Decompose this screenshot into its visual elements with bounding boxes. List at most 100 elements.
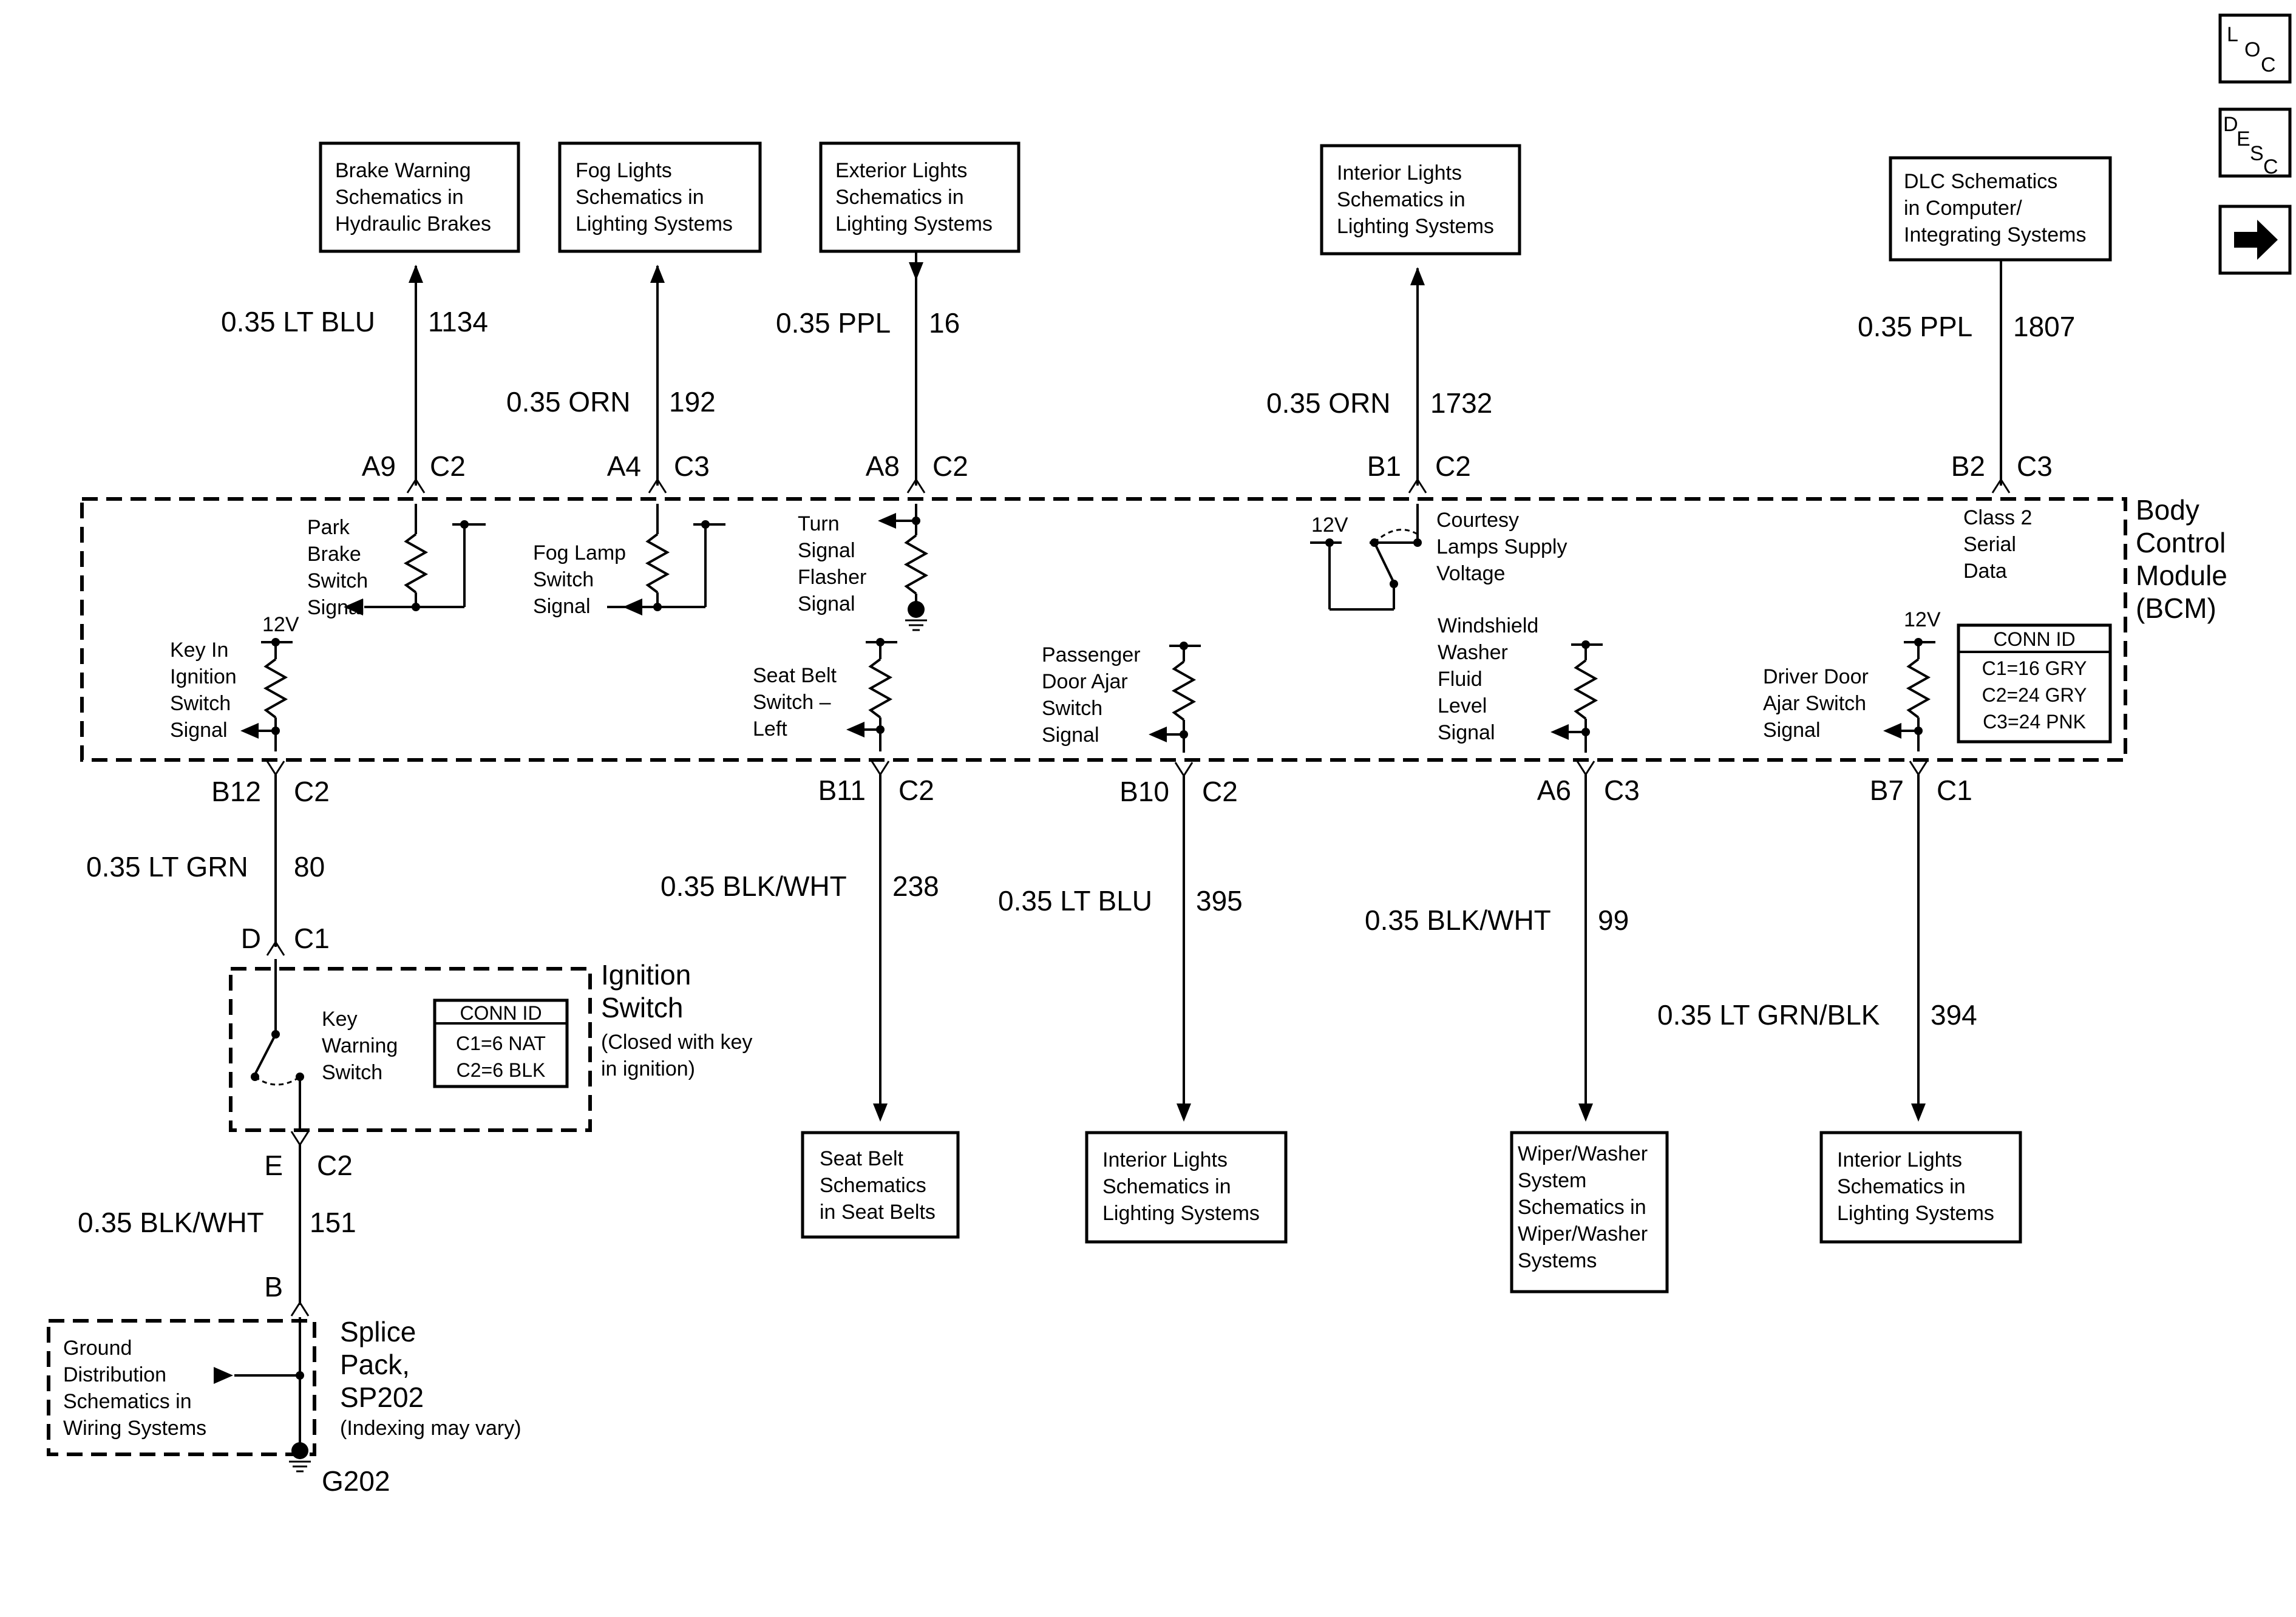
top-box-brake-warning[interactable]: Brake Warning Schematics in Hydraulic Br…	[319, 141, 520, 253]
connector-icon	[290, 1301, 310, 1317]
wire-circuit: 238	[892, 870, 939, 902]
box-line: Lighting Systems	[1337, 215, 1494, 238]
connector-label: C3	[674, 450, 710, 482]
connector-icon	[266, 761, 285, 776]
box-line: Lighting Systems	[1102, 1202, 1260, 1225]
resistor-icon	[1906, 658, 1931, 719]
arrow-up-icon	[409, 265, 423, 283]
signal-label: Passenger	[1042, 643, 1141, 666]
signal-label: Turn	[798, 512, 840, 535]
desc-letter: C	[2263, 155, 2278, 178]
signal-label: Signal	[798, 539, 855, 562]
top-box-dlc[interactable]: DLC Schematics in Computer/ Integrating …	[1889, 156, 2112, 262]
box-line: Wiper/Washer	[1518, 1142, 1648, 1165]
wire-color: 0.35 LT BLU	[221, 306, 375, 337]
arrow-left-icon	[846, 722, 864, 737]
bcm-name-line: (BCM)	[2136, 592, 2216, 624]
signal-label: Fog Lamp	[533, 541, 626, 564]
fog-lamp-circuit: Fog Lamp Switch Signal	[533, 504, 725, 618]
conn-id-row: C1=16 GRY	[1982, 657, 2087, 679]
wire-192: 0.35 ORN 192 A4 C3	[506, 265, 716, 493]
resistor-icon	[868, 658, 893, 719]
connector-icon	[906, 478, 926, 493]
pin-label: A8	[866, 450, 900, 482]
top-box-interior-lights[interactable]: Interior Lights Schematics in Lighting S…	[1320, 144, 1521, 256]
signal-label: Switch	[170, 692, 231, 715]
arrow-down-icon	[873, 1103, 888, 1122]
signal-label: Signal	[1763, 719, 1821, 742]
signal-label: Serial	[1963, 533, 2016, 556]
signal-label: Level	[1438, 694, 1487, 717]
connector-label: C1	[294, 923, 330, 954]
bcm-name: Body Control Module (BCM)	[2136, 494, 2227, 624]
pin-label: B12	[211, 776, 261, 807]
bottom-box-interior-lights-1[interactable]: Interior Lights Schematics in Lighting S…	[1085, 1131, 1288, 1244]
box-line: Schematics in	[1837, 1175, 1966, 1198]
signal-label: Switch	[1042, 697, 1102, 720]
bottom-box-seat-belts[interactable]: Seat Belt Schematics in Seat Belts	[801, 1131, 960, 1239]
splice-line: Ground	[63, 1337, 132, 1360]
washer-circuit: Windshield Washer Fluid Level Signal	[1438, 614, 1603, 753]
wire-395: B10 C2 0.35 LT BLU 395	[998, 762, 1243, 1122]
wire-394: B7 C1 0.35 LT GRN/BLK 394	[1657, 761, 1977, 1122]
connector-label: C3	[1604, 775, 1640, 806]
pin-label: B11	[818, 775, 866, 806]
wire-1732: 0.35 ORN 1732 B1 C2	[1266, 267, 1492, 493]
connector-label: C2	[1202, 776, 1238, 807]
pin-label: B10	[1119, 776, 1169, 807]
bottom-box-wiper-washer[interactable]: Wiper/Washer System Schematics in Wiper/…	[1510, 1131, 1669, 1293]
wire-circuit: 394	[1931, 999, 1977, 1031]
splice-line: Wiring Systems	[63, 1417, 206, 1440]
signal-label: Fluid	[1438, 668, 1483, 691]
wire-color: 0.35 PPL	[1858, 311, 1972, 342]
wire-1807: 0.35 PPL 1807 B2 C3	[1858, 260, 2075, 493]
wire-circuit: 1807	[2013, 311, 2075, 342]
arrow-down-icon	[1177, 1103, 1191, 1122]
desc-button[interactable]: D E S C	[2218, 107, 2292, 178]
wire-color: 0.35 BLK/WHT	[1365, 904, 1551, 936]
box-line: DLC Schematics	[1904, 170, 2057, 193]
next-page-button[interactable]	[2218, 205, 2292, 275]
arrow-left-icon	[623, 598, 642, 615]
desc-letter: E	[2237, 127, 2250, 151]
park-brake-circuit: Park Brake Switch Signal	[307, 504, 486, 619]
connector-label: C2	[294, 776, 330, 807]
signal-label: Voltage	[1436, 562, 1505, 585]
bottom-box-interior-lights-2[interactable]: Interior Lights Schematics in Lighting S…	[1819, 1131, 2022, 1244]
pin-label: B1	[1367, 450, 1401, 482]
loc-button[interactable]: L O C	[2218, 13, 2292, 84]
signal-label: Signal	[170, 719, 228, 742]
conn-id-row: C2=24 GRY	[1982, 684, 2087, 706]
splice-line: Schematics in	[63, 1390, 192, 1413]
box-line: Schematics	[820, 1174, 926, 1197]
connector-icon	[406, 478, 426, 493]
resistor-icon	[403, 533, 429, 594]
ignition-note: in ignition)	[601, 1057, 695, 1080]
wire-circuit: 99	[1598, 904, 1629, 936]
bcm-name-line: Module	[2136, 560, 2227, 591]
wire-80: B12 C2 0.35 LT GRN 80	[86, 761, 330, 947]
top-box-fog-lights[interactable]: Fog Lights Schematics in Lighting System…	[558, 141, 762, 253]
splice-title: Pack,	[340, 1349, 410, 1380]
signal-label: Signal	[798, 592, 855, 615]
splice-title: SP202	[340, 1381, 424, 1413]
box-line: in Computer/	[1904, 197, 2022, 220]
class2-label: Class 2 Serial Data	[1963, 506, 2032, 583]
signal-label: Driver Door	[1763, 665, 1869, 688]
ignition-title: Ignition	[601, 959, 691, 991]
signal-label: Signal	[533, 595, 591, 618]
signal-label: Class 2	[1963, 506, 2032, 529]
wire-circuit: 1134	[428, 306, 488, 337]
arrow-down-icon	[1911, 1103, 1926, 1122]
seat-belt-circuit: Seat Belt Switch – Left	[753, 638, 897, 751]
connector-label: C2	[430, 450, 466, 482]
top-box-exterior-lights[interactable]: Exterior Lights Schematics in Lighting S…	[819, 141, 1021, 253]
switch-icon	[1373, 542, 1395, 583]
resistor-icon	[903, 534, 929, 595]
ground-distribution-link[interactable]: Ground Distribution Schematics in Wiring…	[63, 1337, 206, 1440]
signal-label: Signal	[307, 596, 365, 619]
passenger-door-circuit: Passenger Door Ajar Switch Signal	[1042, 642, 1201, 753]
switch-icon	[254, 1034, 277, 1075]
wire-color: 0.35 BLK/WHT	[78, 1207, 264, 1238]
